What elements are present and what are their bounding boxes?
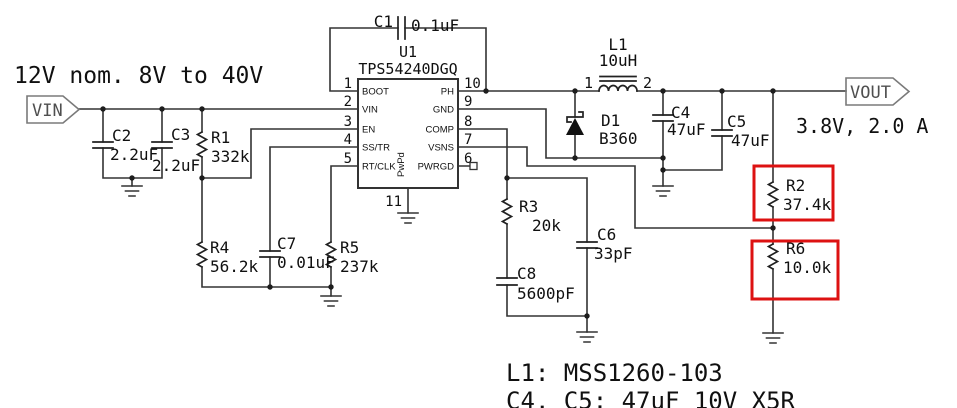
c8-ref: C8 xyxy=(517,264,536,283)
c3-ref: C3 xyxy=(171,125,190,144)
c7-ref: C7 xyxy=(277,234,296,253)
capacitor-c5-symbol xyxy=(711,129,733,137)
r1-value: 332k xyxy=(211,147,250,166)
ic-ref: U1 xyxy=(399,43,417,61)
vin-port-outline xyxy=(26,95,81,124)
resistor-r3-symbol xyxy=(500,197,514,226)
component-symbols xyxy=(92,16,780,286)
r5-value: 237k xyxy=(340,257,379,276)
capacitor-c1-symbol xyxy=(397,16,406,40)
c6-ref: C6 xyxy=(597,225,616,244)
pin-number-1: 1 xyxy=(344,76,352,92)
vout-port-outline xyxy=(845,77,911,106)
pin-name-pwrgd: PWRGD xyxy=(418,162,455,173)
pin-name-sstr: SS/TR xyxy=(362,143,390,154)
c1-value: 0.1uF xyxy=(411,16,459,35)
c4-ref: C4 xyxy=(671,103,690,122)
output-spec-note: 3.8V, 2.0 A xyxy=(796,114,928,138)
component-labels: C1 0.1uF C2 2.2uF C3 2.2uF R1 332k R4 56… xyxy=(110,12,832,303)
highlight-box-r6 xyxy=(750,239,840,301)
l1-value: 10uH xyxy=(599,51,638,70)
diode-cathode-bar xyxy=(566,111,584,123)
r3-value: 20k xyxy=(532,216,561,235)
d1-ref: D1 xyxy=(601,111,620,130)
l1-pin2-label: 2 xyxy=(643,74,652,92)
capacitor-c8-symbol xyxy=(496,277,518,286)
capacitor-c3-symbol xyxy=(151,141,173,149)
pin-number-5: 5 xyxy=(344,151,352,167)
l1-pin1-label: 1 xyxy=(584,74,593,92)
pin-number-7: 7 xyxy=(464,132,472,148)
ic-u1: U1 TPS54240DGQ 1 2 3 4 5 10 9 8 7 6 11 B… xyxy=(344,43,481,210)
bom-note-line2: C4, C5: 47uF 10V X5R xyxy=(506,387,796,408)
pin-number-10: 10 xyxy=(464,76,481,92)
pwrgd-open-terminal xyxy=(469,161,478,171)
pin-number-6: 6 xyxy=(464,151,472,167)
c3-value: 2.2uF xyxy=(152,156,200,175)
ground-symbols xyxy=(121,185,784,344)
resistor-r5-symbol xyxy=(324,240,338,269)
pin-name-rtclk: RT/CLK xyxy=(362,162,396,173)
d1-value: B360 xyxy=(599,129,638,148)
diode-d1-symbol xyxy=(566,118,584,135)
r3-ref: R3 xyxy=(519,197,538,216)
r6-ref: R6 xyxy=(786,239,805,258)
ic-part-number: TPS54240DGQ xyxy=(358,60,457,78)
pin-number-2: 2 xyxy=(344,94,352,110)
resistor-r2-symbol xyxy=(766,180,780,209)
r1-ref: R1 xyxy=(211,128,230,147)
ic-body xyxy=(357,78,459,189)
vout-port: VOUT xyxy=(845,77,911,106)
vin-port-label: VIN xyxy=(32,101,63,121)
resistor-r1-symbol xyxy=(195,130,209,159)
r2-ref: R2 xyxy=(786,176,805,195)
pin-name-ph: PH xyxy=(441,87,454,98)
pin-name-gnd: GND xyxy=(433,105,454,116)
c5-ref: C5 xyxy=(727,112,746,131)
wires xyxy=(78,27,847,334)
capacitor-c4-symbol xyxy=(652,114,674,122)
pin-name-vin: VIN xyxy=(362,105,378,116)
resistor-r4-symbol xyxy=(195,240,209,269)
pin-number-9: 9 xyxy=(464,94,472,110)
capacitor-c7-symbol xyxy=(259,250,281,258)
thermal-pad-label: PwPd xyxy=(396,152,407,177)
pin-number-4: 4 xyxy=(344,132,352,148)
r4-ref: R4 xyxy=(210,238,229,257)
junction-dots xyxy=(100,88,776,319)
c6-value: 33pF xyxy=(594,244,633,263)
pin-name-comp: COMP xyxy=(426,125,455,136)
capacitor-c2-symbol xyxy=(92,141,114,149)
l1-ref: L1 xyxy=(608,35,627,54)
c2-value: 2.2uF xyxy=(110,145,158,164)
c4-value: 47uF xyxy=(667,120,706,139)
pin-number-3: 3 xyxy=(344,114,352,130)
resistor-r6-symbol xyxy=(766,242,780,271)
r5-ref: R5 xyxy=(340,238,359,257)
input-spec-note: 12V nom. 8V to 40V xyxy=(14,63,263,89)
r2-value: 37.4k xyxy=(783,195,832,214)
pin-number-11: 11 xyxy=(385,194,402,210)
c8-value: 5600pF xyxy=(517,284,575,303)
pin-name-en: EN xyxy=(362,125,375,136)
pin-number-8: 8 xyxy=(464,114,472,130)
pin-name-boot: BOOT xyxy=(362,87,389,98)
r6-value: 10.0k xyxy=(783,258,832,277)
capacitor-c6-symbol xyxy=(576,241,598,249)
inductor-core-bars xyxy=(599,75,637,82)
pin-name-vsns: VSNS xyxy=(428,143,454,154)
vout-port-label: VOUT xyxy=(850,83,891,103)
vin-port: VIN xyxy=(26,95,81,124)
c2-ref: C2 xyxy=(112,126,131,145)
c1-ref: C1 xyxy=(374,12,393,31)
c7-value: 0.01uF xyxy=(277,253,335,272)
r4-value: 56.2k xyxy=(210,257,259,276)
bom-note-line1: L1: MSS1260-103 xyxy=(506,359,723,387)
inductor-l1-symbol xyxy=(598,84,638,92)
c5-value: 47uF xyxy=(731,131,770,150)
highlight-box-r2 xyxy=(752,164,835,222)
